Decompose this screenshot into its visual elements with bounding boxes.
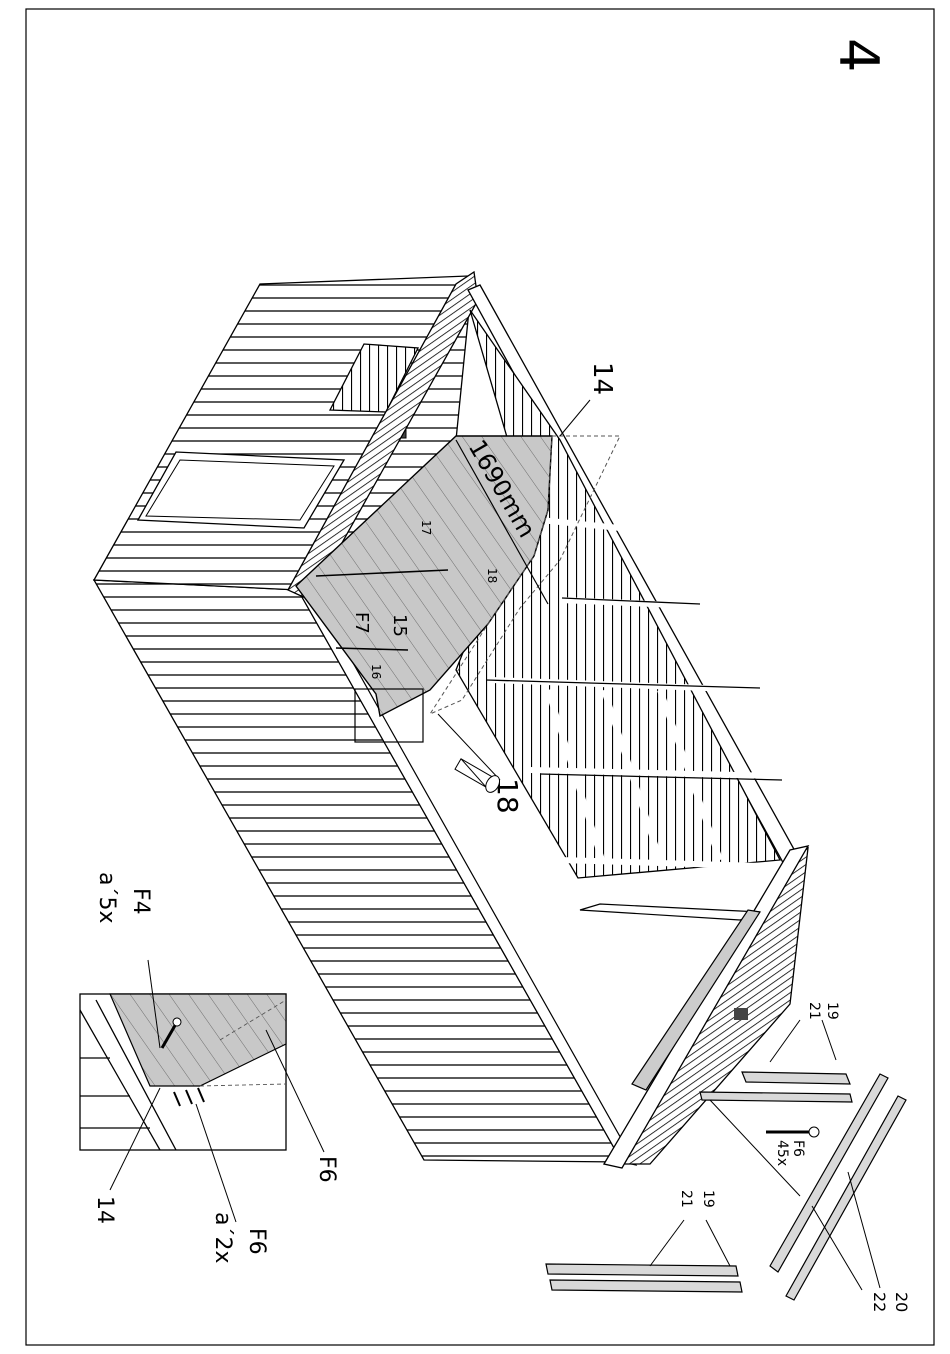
board-19-bottom [546, 1264, 738, 1276]
label-14-inset: 14 [92, 1196, 117, 1224]
label-f4: F4 [128, 888, 153, 915]
board-22 [786, 1096, 906, 1300]
label-f6-side: F6 [314, 1156, 339, 1183]
vent-front [734, 1008, 748, 1020]
label-screw-qty: 45x [774, 1140, 790, 1166]
label-19-right: 19 [824, 1002, 840, 1020]
inset-detail [80, 960, 324, 1222]
board-20 [770, 1074, 888, 1272]
label-f4-qty: a´5x [94, 872, 119, 924]
label-20: 20 [892, 1292, 911, 1312]
label-15: 15 [389, 614, 410, 637]
label-18-panel: 18 [485, 568, 499, 583]
leader-14-top [560, 400, 590, 436]
label-screw-f6: F6 [790, 1140, 806, 1157]
step-number: 4 [827, 38, 890, 72]
saw-icon [454, 756, 503, 795]
label-f6-inset-qty: a´2x [210, 1212, 235, 1264]
label-21-bottom: 21 [678, 1190, 694, 1208]
label-22: 22 [870, 1292, 889, 1312]
parts-19-21-bottom [546, 1220, 742, 1292]
label-16: 16 [369, 664, 383, 679]
label-f7: F7 [351, 612, 372, 634]
parts-20-22 [710, 1074, 906, 1300]
screw-icon [766, 1127, 819, 1137]
label-19-bottom: 19 [700, 1190, 716, 1208]
board-19-right [742, 1072, 850, 1084]
label-21-right: 21 [806, 1002, 822, 1020]
board-21-right [700, 1092, 852, 1102]
board-21-bottom [550, 1280, 742, 1292]
front-post [580, 904, 760, 920]
label-f6-inset: F6 [244, 1228, 269, 1255]
label-14-top: 14 [587, 362, 617, 395]
label-17: 17 [419, 520, 433, 535]
